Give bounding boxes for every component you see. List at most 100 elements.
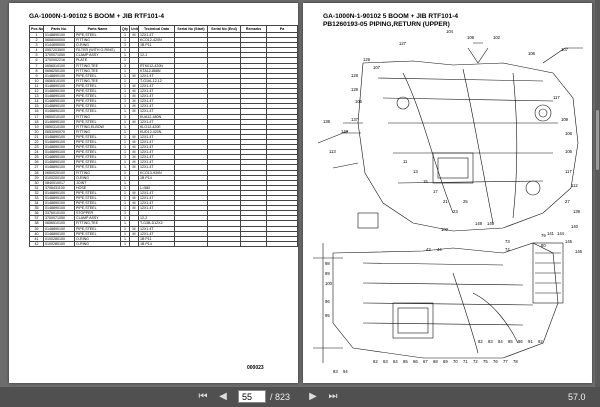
- callout-number: 144: [557, 231, 565, 236]
- callout-number: 93: [333, 369, 338, 374]
- table-cell: 1: [120, 240, 130, 247]
- callout-number: 83: [488, 339, 493, 344]
- callout-number: 143: [341, 129, 349, 134]
- callout-number: 95: [325, 313, 330, 318]
- callout-number: 128: [351, 73, 359, 78]
- callout-number: 74: [505, 247, 510, 252]
- callout-number: 98: [325, 261, 330, 266]
- zoom-level[interactable]: 57.0: [568, 392, 586, 402]
- callout-number: 113: [329, 149, 336, 154]
- callout-number: 67: [423, 359, 428, 364]
- callout-number: 69: [443, 359, 448, 364]
- column-header: Parts No.: [43, 25, 75, 33]
- callout-number: 65: [403, 359, 408, 364]
- next-page-icon[interactable]: ▶: [309, 391, 317, 402]
- callout-number: 76: [493, 359, 498, 364]
- callout-number: 77: [503, 359, 508, 364]
- callout-number: 64: [393, 359, 398, 364]
- column-header: Pa: [266, 25, 298, 33]
- callout-number: 108: [467, 35, 475, 40]
- callout-number: 23: [453, 209, 458, 214]
- callout-number: 129: [363, 57, 371, 62]
- diagram-page: GA-1000N-1-90102 5 BOOM + JIB RTF101-4 P…: [303, 3, 592, 383]
- callout-number: 86: [518, 339, 523, 344]
- callout-number: 117: [565, 169, 572, 174]
- callout-number: 138: [323, 119, 331, 124]
- callout-number: 107: [561, 47, 569, 52]
- callout-number: 15: [423, 179, 428, 184]
- column-header: Technical Data: [138, 25, 175, 33]
- callout-number: 43: [426, 247, 431, 252]
- callout-number: 106: [565, 131, 573, 136]
- callout-number: 84: [498, 339, 503, 344]
- callout-number: 63: [383, 359, 388, 364]
- table-cell: O-RING: [74, 240, 121, 247]
- callout-number: 82: [478, 339, 483, 344]
- callout-number: 44: [437, 247, 442, 252]
- callout-number: 145: [565, 239, 573, 244]
- callout-number: 71: [463, 359, 468, 364]
- callout-number: 17: [433, 189, 438, 194]
- callout-number: 92: [538, 339, 543, 344]
- callout-number: 107: [373, 65, 381, 70]
- callout-number: 75: [483, 359, 488, 364]
- prev-page-icon[interactable]: ◀: [219, 391, 227, 402]
- page-number-input[interactable]: 55: [238, 390, 266, 403]
- callout-number: 146: [575, 249, 583, 254]
- callout-number: 148: [475, 221, 483, 226]
- callout-number: 102: [493, 35, 501, 40]
- table-cell: 42: [29, 240, 44, 247]
- table-cell: 1B P14: [138, 240, 175, 247]
- callout-number: 13: [413, 169, 418, 174]
- table-cell: [266, 240, 298, 247]
- callout-number: 27: [565, 199, 570, 204]
- callout-number: 137: [351, 117, 359, 122]
- total-pages-label: / 823: [270, 392, 291, 402]
- callout-number: 105: [355, 99, 363, 104]
- scrollbar-thumb[interactable]: [596, 110, 599, 170]
- page-code: 000023: [247, 365, 264, 371]
- callout-number: 117: [553, 95, 560, 100]
- callout-number: 128: [351, 87, 359, 92]
- first-page-icon[interactable]: ⏮: [198, 391, 208, 402]
- table-cell: [207, 240, 241, 247]
- callout-number: 85: [508, 339, 513, 344]
- callout-number: 104: [446, 29, 454, 34]
- callout-number: 96: [325, 299, 330, 304]
- callout-number: 102: [441, 227, 449, 232]
- callout-number: 127: [399, 41, 407, 46]
- callout-number: 62: [373, 359, 378, 364]
- column-header: Unit: [129, 25, 139, 33]
- callout-number: 106: [565, 149, 573, 154]
- callout-number: 68: [433, 359, 438, 364]
- callout-number: 149: [487, 221, 495, 226]
- column-header: Serial No (End): [207, 25, 241, 33]
- table-cell: [129, 240, 139, 247]
- table-cell: FILTER (WITH O-RING): [74, 47, 121, 54]
- callout-number: 140: [571, 224, 579, 229]
- vertical-scrollbar[interactable]: [595, 0, 600, 387]
- callout-number: 141: [547, 231, 555, 236]
- last-page-icon[interactable]: ⏭: [328, 391, 338, 402]
- parts-list-page: GA-1000N-1-90102 5 BOOM + JIB RTF101-4 P…: [9, 3, 298, 383]
- callout-number: 112: [571, 183, 578, 188]
- column-header: Qty: [120, 25, 130, 33]
- diagram-title: GA-1000N-1-90102 5 BOOM + JIB RTF101-4: [323, 13, 459, 20]
- table-cell: 0100280100: [43, 240, 75, 247]
